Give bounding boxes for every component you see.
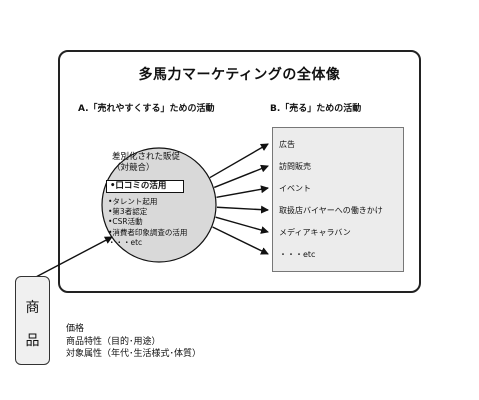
activity-item: 広告 [279,140,295,149]
activity-item: 取扱店バイヤーへの働きかけ [279,206,383,215]
product-char-1: 商 [25,300,40,316]
activity-item: イベント [279,184,311,193]
attribute-item: 価格 [66,324,85,334]
list-item: •CSR活動 [108,217,143,227]
word-of-mouth-box: •口コミの活用 [106,180,184,193]
circle-title-line2: （対競合） [112,163,155,173]
overview-frame [58,50,421,293]
section-b-heading: B.「売る」ための活動 [270,104,362,114]
activity-arrow [216,185,269,199]
activity-arrow [212,226,269,255]
product-char-2: 品 [25,333,40,349]
activity-arrows [209,143,269,255]
activity-item: 訪問販売 [279,162,311,171]
product-arrow [33,236,113,279]
activities-box [272,127,404,272]
circle-title: 差別化された販促 （対競合） [112,152,180,174]
activity-item: メディアキャラバン [279,228,351,237]
product-box [15,276,50,365]
section-a-heading: A.「売れやすくする」ための活動 [78,104,215,114]
activity-arrow [216,205,269,214]
activity-arrow [209,143,269,179]
diagram-title: 多馬力マーケティングの全体像 [138,67,341,83]
activity-arrow [213,164,269,189]
activity-item: ・・・etc [279,250,316,259]
circle-title-line1: 差別化された販促 [112,152,181,162]
circle-item-list: •タレント起用 •第3者認定 •CSR活動 •消費者印象調査の活用 ・・・etc [108,197,187,248]
list-item: •消費者印象調査の活用 [108,227,188,237]
list-item: ・・・etc [108,237,143,247]
list-item: •第3者認定 [108,207,148,217]
attribute-item: 商品特性（目的･用途） [66,336,161,347]
activity-arrow [215,216,269,234]
list-item: •タレント起用 [108,197,158,206]
product-attributes: 価格 商品特性（目的･用途） 対象属性（年代･生活様式･体質） [66,323,201,361]
promotion-circle [101,147,217,263]
attribute-item: 対象属性（年代･生活様式･体質） [66,349,202,359]
